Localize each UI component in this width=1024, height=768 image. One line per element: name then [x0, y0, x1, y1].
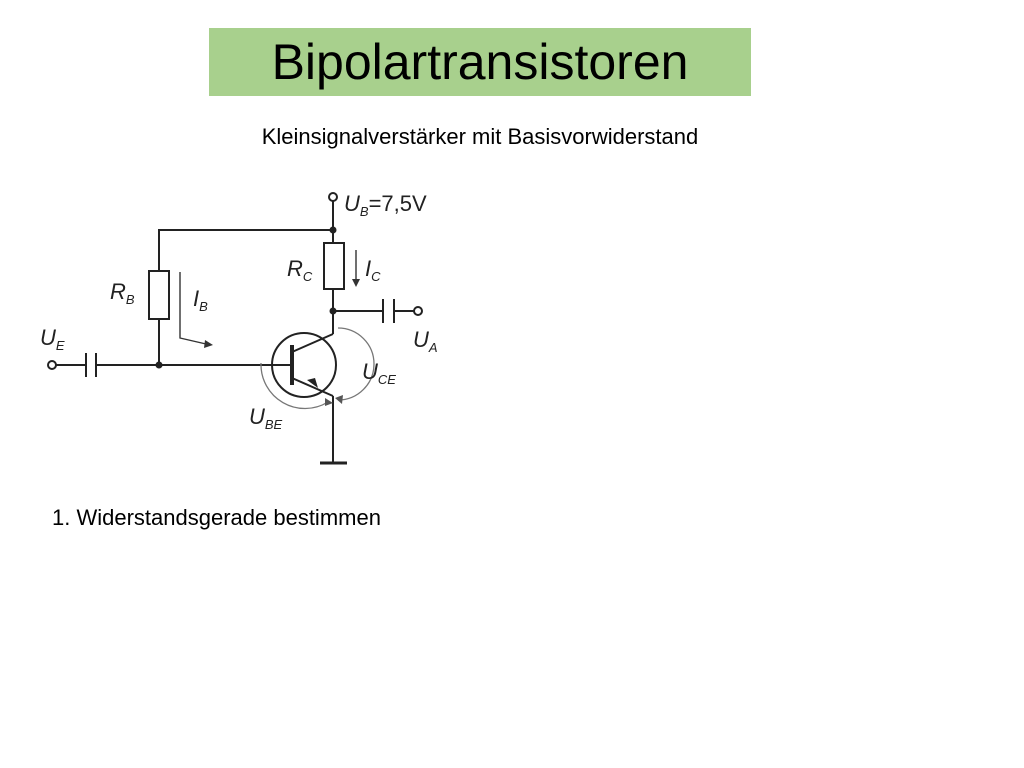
- step-text: 1. Widerstandsgerade bestimmen: [52, 505, 381, 530]
- ib-arrow-line: [179, 272, 207, 345]
- ib-arrow-head: [204, 340, 213, 348]
- ic-arrow-head: [352, 279, 360, 287]
- wire-top-rb: [158, 229, 333, 271]
- ube-arc-head: [325, 398, 333, 406]
- transistor-collector: [291, 333, 334, 353]
- uce-label: UCE: [362, 359, 396, 387]
- output-terminal: [413, 306, 423, 316]
- input-terminal: [47, 360, 57, 370]
- slide-title: Bipolartransistoren: [271, 34, 689, 90]
- title-banner: Bipolartransistoren: [209, 28, 751, 96]
- uce-arc-head: [335, 395, 343, 404]
- subtitle-text: Kleinsignalverstärker mit Basisvorwiders…: [261, 124, 699, 149]
- slide-subtitle: Kleinsignalverstärker mit Basisvorwiders…: [0, 124, 960, 150]
- ue-label: UE: [40, 325, 65, 353]
- supply-terminal: [328, 192, 338, 202]
- uce-arc: [337, 327, 375, 401]
- ube-label: UBE: [249, 404, 283, 432]
- ube-arc: [260, 362, 329, 410]
- ib-label: IB: [193, 286, 208, 314]
- emitter-arrow-head: [307, 378, 318, 388]
- rb-label: RB: [110, 279, 135, 307]
- supply-label: UB=7,5V: [344, 191, 427, 219]
- ic-label: IC: [365, 256, 381, 284]
- resistor-rc: [323, 242, 345, 290]
- transistor-emitter: [291, 377, 334, 397]
- transistor-body: [271, 332, 337, 398]
- ua-label: UA: [413, 327, 438, 355]
- rc-label: RC: [287, 256, 313, 284]
- resistor-rb: [148, 270, 170, 320]
